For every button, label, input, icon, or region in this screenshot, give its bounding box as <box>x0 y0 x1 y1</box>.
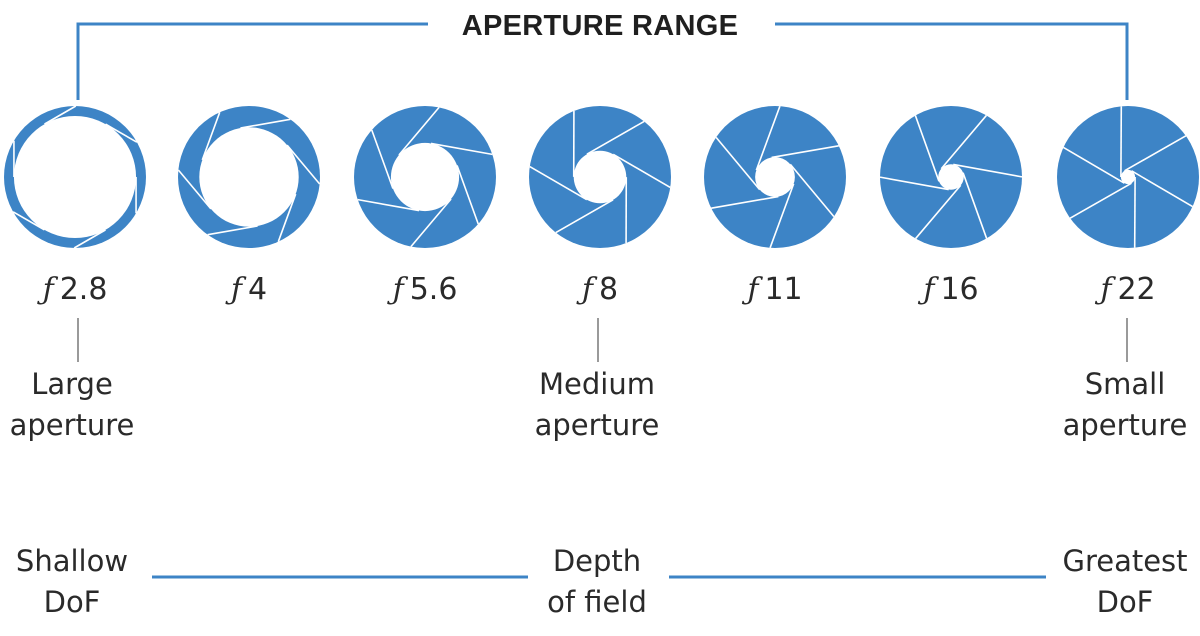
f-symbol: ƒ <box>581 272 593 307</box>
blade-seam <box>201 112 221 161</box>
blade-seam <box>940 114 988 170</box>
blade-seam <box>456 165 479 225</box>
blade-seam <box>612 153 671 189</box>
f-symbol: ƒ <box>392 272 404 307</box>
aperture-range-bracket <box>76 22 1129 100</box>
blade-seam <box>207 225 258 236</box>
aperture-8-icon <box>529 106 671 248</box>
blade-seam <box>755 105 781 171</box>
blade-seam <box>1124 135 1187 172</box>
aperture-opening <box>1120 169 1136 185</box>
blade-seam <box>914 184 962 240</box>
blade-seam <box>953 163 1023 178</box>
blade-seam <box>357 198 420 212</box>
f-symbol: ƒ <box>1100 272 1112 307</box>
aperture-opening <box>13 115 137 239</box>
blade-seam <box>398 106 440 156</box>
blade-seam <box>105 123 138 143</box>
blade-seam <box>44 105 77 125</box>
f-stop-label: ƒ 22 <box>1058 272 1198 307</box>
blade-seam <box>529 165 588 201</box>
aperture-16-icon <box>879 106 1023 248</box>
f-number: 22 <box>1117 272 1156 307</box>
diagram-title: APERTURE RANGE <box>461 10 739 42</box>
blade-seam <box>371 129 394 189</box>
aperture-22-icon <box>1057 106 1199 248</box>
aperture-opening <box>938 164 964 190</box>
blade-seam <box>711 195 779 209</box>
small-aperture-label: Small aperture <box>1062 367 1188 442</box>
aperture-4-icon <box>177 106 321 248</box>
f-number: 16 <box>940 272 979 307</box>
blade-seam <box>410 198 452 248</box>
aperture-11-icon <box>704 105 846 249</box>
aperture-opening <box>755 157 795 197</box>
f-number: 5.6 <box>409 272 458 307</box>
blade-seam <box>914 115 940 182</box>
f-symbol: ƒ <box>230 272 242 307</box>
medium-aperture-label: Medium aperture <box>534 367 660 442</box>
shallow-dof-label: Shallow DoF <box>15 544 129 619</box>
f-stop-label: ƒ 2.8 <box>5 272 145 307</box>
f-number: 11 <box>764 272 803 307</box>
blade-seam <box>430 142 493 156</box>
f-stop-label: ƒ 5.6 <box>355 272 495 307</box>
f-stop-label: ƒ 11 <box>705 272 845 307</box>
depth-of-field-label: Depth of field <box>547 544 647 619</box>
large-aperture-label: Large aperture <box>9 367 135 442</box>
f-symbol: ƒ <box>42 272 54 307</box>
blade-seam <box>277 193 297 242</box>
f-number: 8 <box>599 272 619 307</box>
aperture-5-6-icon <box>354 106 496 248</box>
blade-seam <box>177 169 212 210</box>
f-stop-label: ƒ 16 <box>881 272 1021 307</box>
greatest-dof-label: Greatest DoF <box>1062 544 1188 619</box>
f-number: 2.8 <box>59 272 108 307</box>
blade-seam <box>789 163 835 218</box>
f-stop-label: ƒ 4 <box>179 272 319 307</box>
f-number: 4 <box>248 272 268 307</box>
blade-seam <box>1063 146 1125 184</box>
aperture-opening <box>390 142 460 212</box>
blade-seam <box>715 136 761 191</box>
blade-seam <box>240 118 291 129</box>
aperture-2-8-icon <box>4 105 146 249</box>
blade-seam <box>962 172 988 239</box>
blade-seam <box>769 183 795 249</box>
f-symbol: ƒ <box>747 272 759 307</box>
f-symbol: ƒ <box>923 272 935 307</box>
f-stop-label: ƒ 8 <box>530 272 670 307</box>
blade-seam <box>1131 170 1193 208</box>
aperture-opening <box>199 127 299 227</box>
blade-seam <box>12 211 45 231</box>
blade-seam <box>586 120 645 155</box>
blade-seam <box>555 199 614 234</box>
blade-seam <box>879 176 949 191</box>
aperture-opening <box>573 150 627 204</box>
blade-seam <box>771 145 839 159</box>
blade-seam <box>73 229 106 249</box>
blade-seam <box>286 144 321 185</box>
blade-seam <box>1069 182 1132 219</box>
